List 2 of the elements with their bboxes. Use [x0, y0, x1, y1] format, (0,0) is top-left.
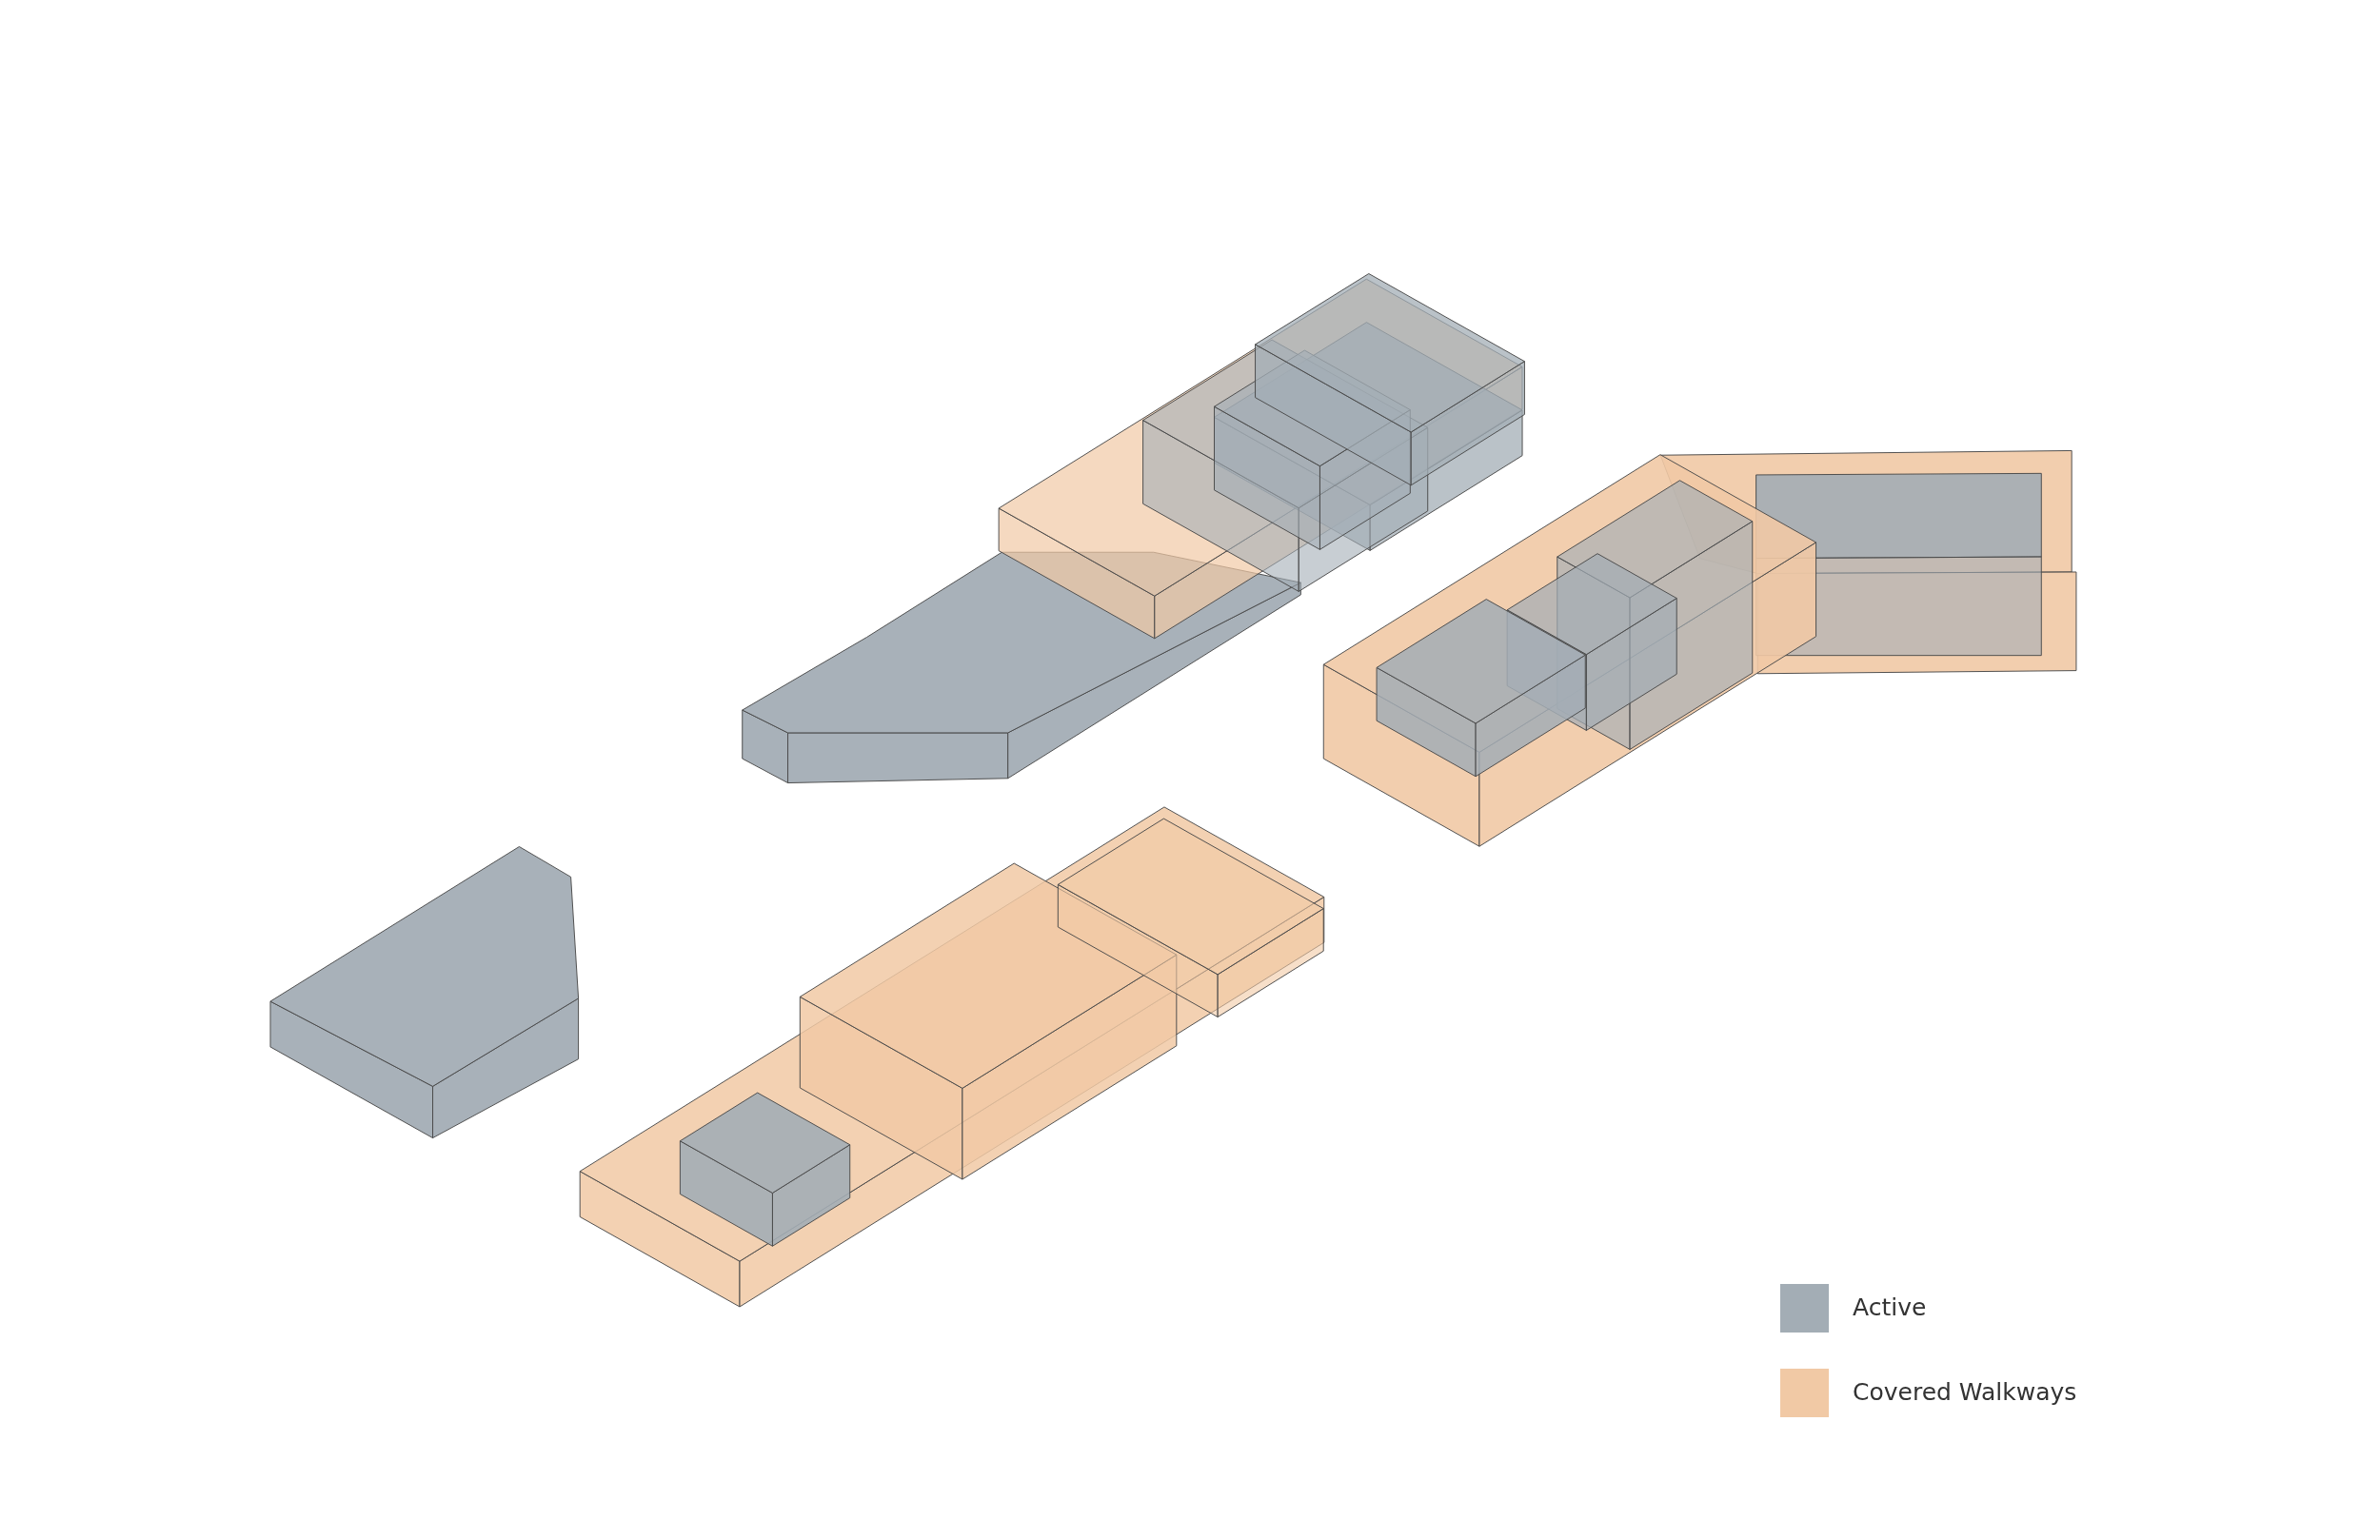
legend-label: Active	[1853, 1293, 1927, 1322]
legend-label: Covered Walkways	[1853, 1378, 2077, 1407]
